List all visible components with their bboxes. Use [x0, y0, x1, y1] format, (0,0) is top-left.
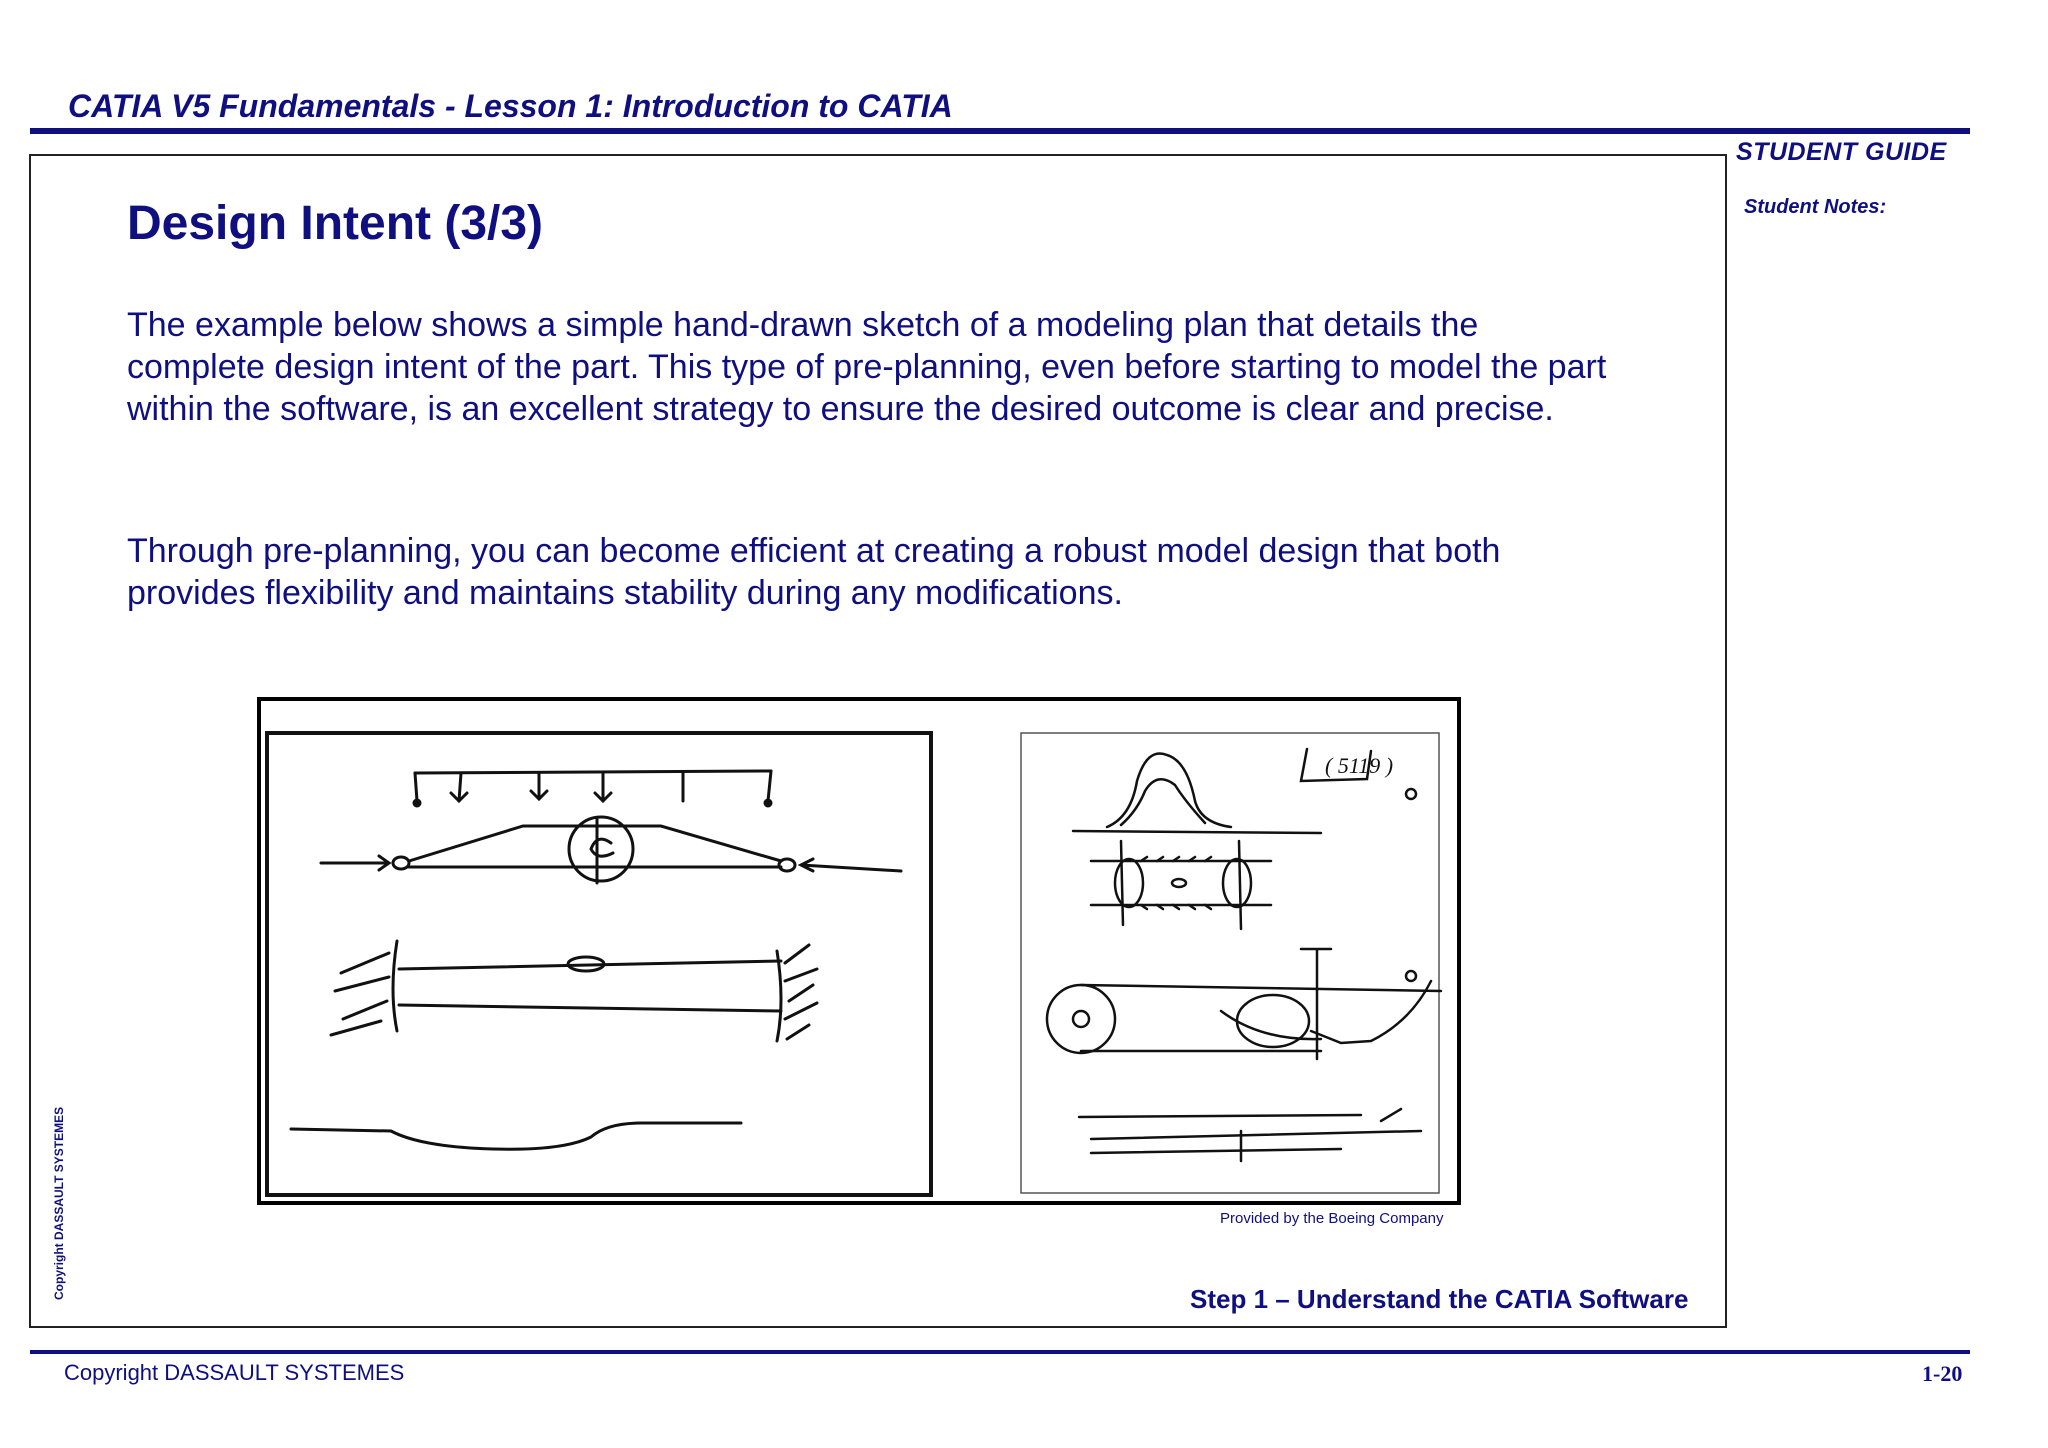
step-label: Step 1 – Understand the CATIA Software [1190, 1284, 1689, 1314]
svg-text:( 5119 ): ( 5119 ) [1325, 753, 1393, 778]
footer-rule [30, 1350, 1970, 1354]
student-notes-label: Student Notes: [1744, 196, 1887, 218]
slide-title: Design Intent (3/3) [127, 197, 544, 250]
student-guide-label: STUDENT GUIDE [1736, 138, 1947, 166]
course-title: CATIA V5 Fundamentals - Lesson 1: Introd… [68, 88, 953, 124]
sketch-image: ( 5119 ) [257, 697, 1461, 1205]
page-number: 1-20 [1922, 1361, 1963, 1386]
sketch-right-icon: ( 5119 ) [1020, 732, 1443, 1194]
header-rule [30, 128, 1970, 134]
image-credit: Provided by the Boeing Company [1220, 1210, 1444, 1227]
footer-copyright: Copyright DASSAULT SYSTEMES [64, 1360, 405, 1385]
sketch-left-icon [265, 731, 933, 1197]
body-paragraph-2: Through pre-planning, you can become eff… [127, 532, 1501, 612]
body-paragraph-1: The example below shows a simple hand-dr… [127, 306, 1607, 428]
slide-frame [29, 154, 1727, 1328]
side-copyright: Copyright DASSAULT SYSTEMES [52, 1106, 66, 1300]
